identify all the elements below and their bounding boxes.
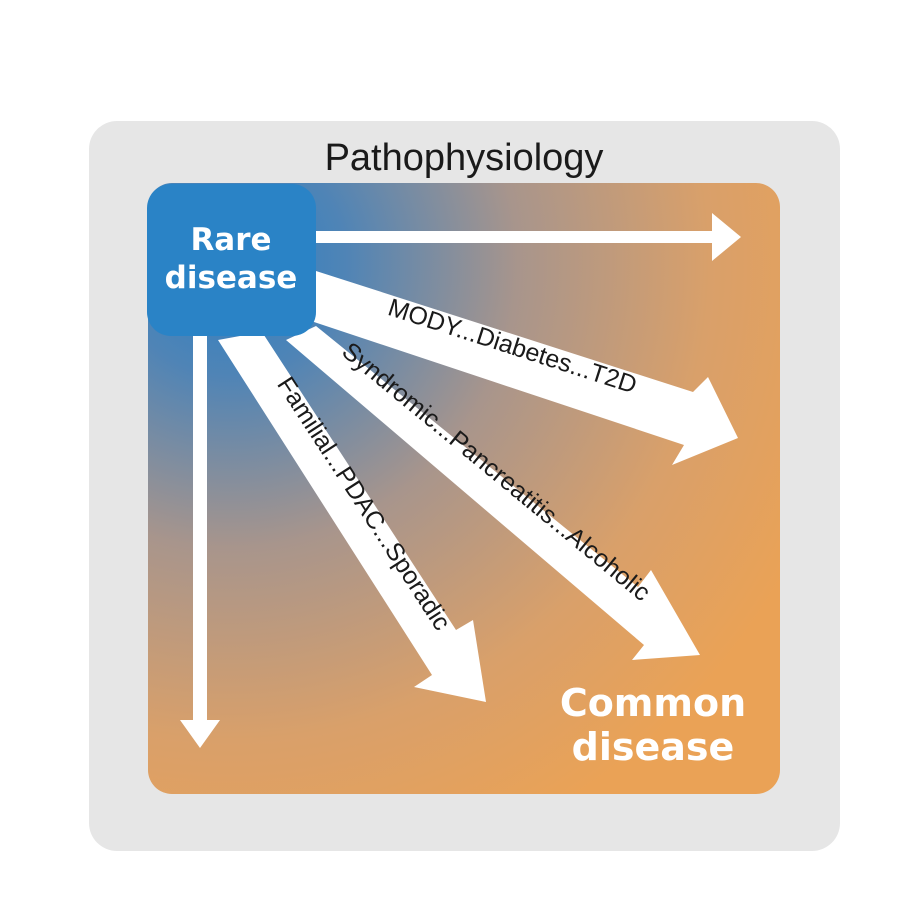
- arrow-mody: [302, 271, 738, 465]
- rare-disease-line2: disease: [165, 260, 298, 296]
- rare-disease-box: [147, 184, 316, 336]
- common-disease-line2: disease: [572, 725, 735, 769]
- arrow-down: [180, 330, 220, 748]
- rare-disease-line1: Rare: [190, 222, 271, 258]
- arrows-group: [180, 213, 741, 748]
- arrow-familial: [218, 332, 486, 702]
- common-disease-line1: Common: [560, 681, 746, 725]
- diagram-title: Pathophysiology: [325, 137, 604, 179]
- arrow-syndromic: [286, 326, 700, 660]
- arrow-right: [316, 213, 741, 261]
